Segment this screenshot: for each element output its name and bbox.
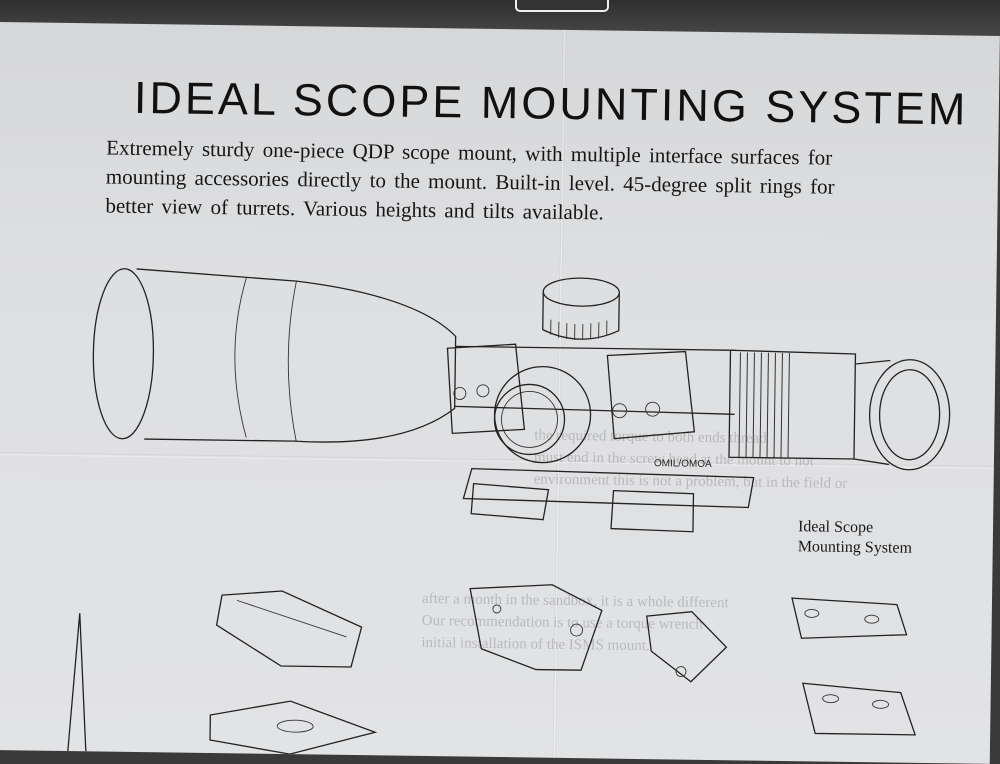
caption-line: Mounting System — [798, 537, 913, 559]
riser-block — [802, 683, 916, 735]
mount-arm — [68, 613, 88, 751]
manual-page: the required torque to both ends thread … — [0, 22, 1000, 764]
box-edge — [515, 0, 609, 12]
figure-caption: Ideal Scope Mounting System — [798, 517, 913, 559]
scope-objective — [92, 268, 456, 444]
adapter-plate — [791, 598, 907, 640]
small-adapter — [646, 611, 727, 682]
mount-marking: OMIL/OMOA — [654, 458, 712, 470]
scope-eyepiece — [729, 350, 951, 470]
scope-illustration: OMIL/OMOA — [0, 22, 1000, 764]
base-plate — [210, 700, 376, 755]
elevation-turret — [543, 278, 620, 341]
windage-turret — [494, 366, 591, 463]
scope-tube — [455, 346, 736, 414]
rail-section — [216, 590, 362, 667]
offset-mount-adapter — [469, 584, 602, 671]
caption-line: Ideal Scope — [798, 517, 913, 539]
scope-mount: OMIL/OMOA — [445, 343, 756, 532]
